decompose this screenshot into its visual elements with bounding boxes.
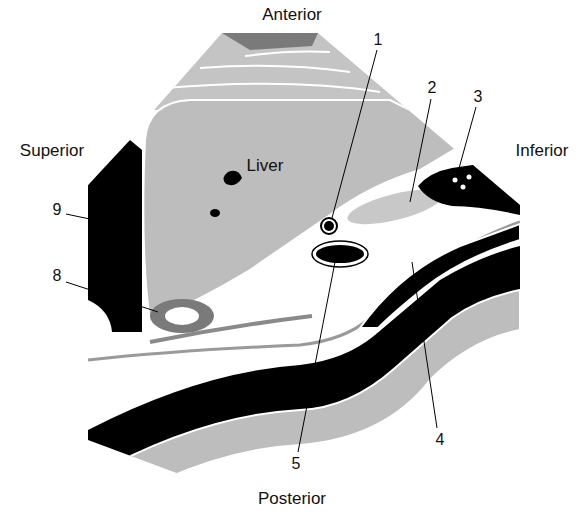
leader-line <box>332 50 377 218</box>
vessel-1 <box>324 221 334 231</box>
leader-lines <box>66 50 476 452</box>
structure-8-core <box>165 307 199 325</box>
fascia-line <box>200 66 350 72</box>
part-name: Liver <box>247 157 284 174</box>
callout-number: 2 <box>428 80 437 96</box>
structure-8-ring <box>150 299 214 333</box>
callout-number: 3 <box>474 89 483 105</box>
posterior-grey-band <box>88 290 520 520</box>
gas-dot <box>453 178 458 183</box>
leader-line <box>412 262 437 428</box>
callout-number: 8 <box>53 268 62 284</box>
fascia-line <box>165 84 380 92</box>
callout-number: 9 <box>53 202 62 218</box>
skin-layer <box>222 33 318 50</box>
gas-dot <box>467 175 472 180</box>
leader-line <box>66 282 158 312</box>
wall-layers <box>0 0 584 110</box>
callout-number: 5 <box>292 456 301 472</box>
direction-label: Anterior <box>262 6 322 23</box>
callout-number: 1 <box>374 32 383 48</box>
notch <box>88 300 112 332</box>
fascia-line <box>245 52 330 57</box>
vessel-5 <box>315 244 365 264</box>
callout-number: 4 <box>436 432 445 448</box>
hepatic-vessel <box>210 209 220 217</box>
leader-line <box>298 262 335 452</box>
direction-label: Superior <box>20 142 84 159</box>
direction-label: Posterior <box>258 490 326 507</box>
gas-dot <box>461 185 466 190</box>
leader-line <box>410 99 431 202</box>
direction-label: Inferior <box>516 142 569 159</box>
bowel-gas-3 <box>418 158 520 215</box>
hepatic-vessel <box>223 171 242 185</box>
vessel-1-ring <box>321 218 337 234</box>
leader-line <box>66 214 104 222</box>
leader-line <box>458 107 476 172</box>
region-9 <box>88 140 142 332</box>
vessel-5-wall <box>312 241 368 267</box>
